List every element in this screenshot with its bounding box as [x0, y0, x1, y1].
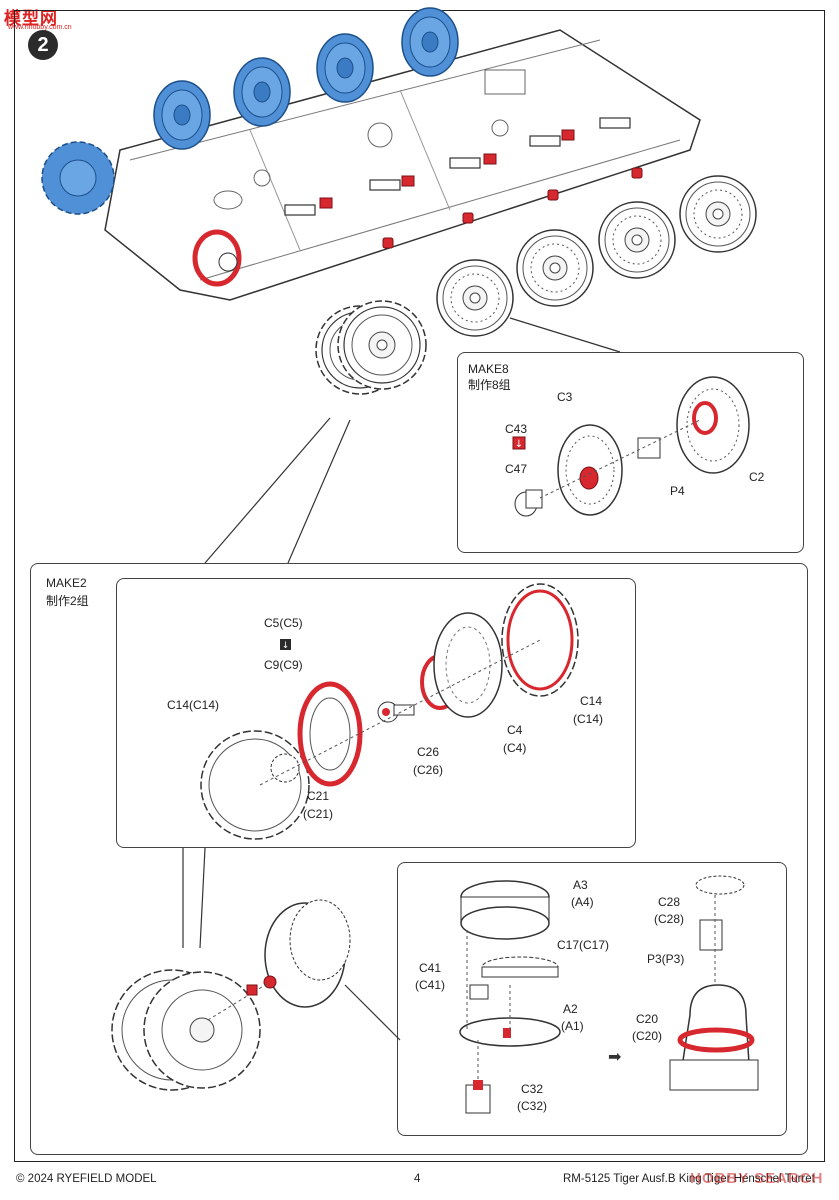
part-label-c28-alt: (C28) [654, 912, 685, 926]
part-label-c26: C26 [417, 745, 440, 759]
part-label-p3: P3(P3) [647, 952, 685, 966]
part-label-c32: C32 [521, 1082, 544, 1096]
part-label-c21-alt: (C21) [303, 807, 334, 821]
footer-product: RM-5125 Tiger Ausf.B King Tiger Henschel… [563, 1173, 815, 1185]
make8-subtitle: 制作8组 [468, 378, 511, 392]
part-label-c5: C5(C5) [264, 616, 303, 630]
part-label-c43: C43 [505, 422, 528, 436]
part-label-c41-alt: (C41) [415, 978, 446, 992]
part-label-c32-alt: (C32) [517, 1099, 548, 1113]
make8-panel [457, 352, 804, 553]
make8-title: MAKE8 [468, 362, 509, 376]
part-label-c47: C47 [505, 462, 528, 476]
part-label-a3-alt: (A4) [571, 895, 594, 909]
make2-title: MAKE2 [46, 576, 87, 590]
make2-subtitle: 制作2组 [46, 594, 89, 608]
footer-copyright: © 2024 RYEFIELD MODEL [16, 1173, 157, 1185]
part-label-c3: C3 [557, 390, 573, 404]
part-label-a3: A3 [573, 878, 588, 892]
part-label-c4-alt: (C4) [503, 741, 527, 755]
part-label-c28: C28 [658, 895, 681, 909]
part-label-c14-right: C14 [580, 694, 603, 708]
step-number-badge: 2 [28, 30, 58, 60]
svg-text:↓: ↓ [515, 439, 523, 450]
part-label-a2-alt: (A1) [561, 1019, 584, 1033]
part-label-c17: C17(C17) [557, 938, 610, 952]
part-label-c20-alt: (C20) [632, 1029, 663, 1043]
site-watermark-url: www.hhobby.com.cn [8, 24, 72, 31]
part-label-c14-left: C14(C14) [167, 698, 220, 712]
footer-hobbysearch-watermark: HOBBY SEARCH [690, 1170, 824, 1187]
part-label-a2: A2 [563, 1002, 578, 1016]
part-label-p4: P4 [670, 484, 685, 498]
part-label-c21: C21 [307, 789, 330, 803]
site-watermark: 模型网 [4, 9, 58, 28]
part-label-c9: C9(C9) [264, 658, 303, 672]
part-label-c26-alt: (C26) [413, 763, 444, 777]
part-label-c4: C4 [507, 723, 523, 737]
part-label-c14-right-alt: (C14) [573, 712, 604, 726]
footer-page-number: 4 [414, 1173, 421, 1185]
part-label-c20: C20 [636, 1012, 659, 1026]
part-label-c2: C2 [749, 470, 765, 484]
svg-text:➡: ➡ [608, 1047, 621, 1066]
svg-text:↓: ↓ [282, 641, 290, 651]
part-label-c41: C41 [419, 961, 442, 975]
